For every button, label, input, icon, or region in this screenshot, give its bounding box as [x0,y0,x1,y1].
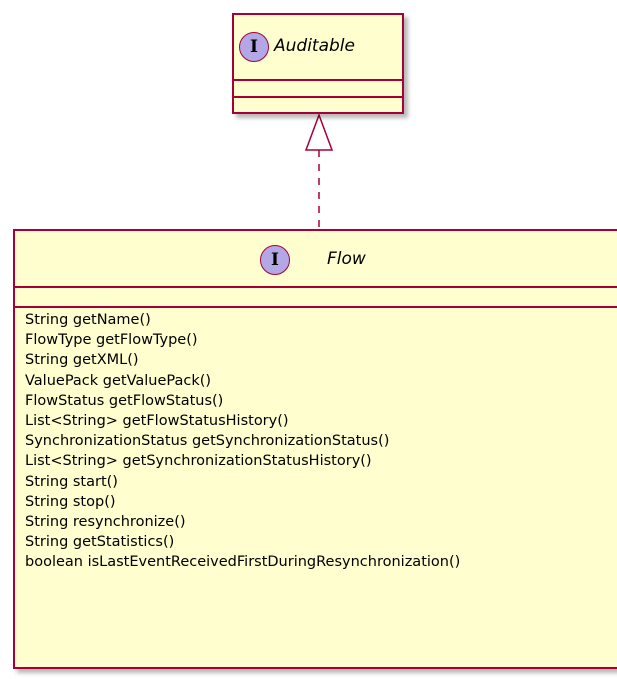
interface-auditable-fields-compartment [234,81,402,98]
interface-flow-name: Flow [327,249,366,269]
method-item: ValuePack getValuePack() [25,372,212,389]
interface-flow-methods-compartment: String getName() FlowType getFlowType() … [15,308,617,572]
interface-auditable-name: Auditable [274,36,355,56]
method-item: String stop() [25,493,116,510]
method-item: FlowType getFlowType() [25,332,198,349]
realization-arrowhead [304,112,334,151]
method-item: String getName() [25,312,151,328]
interface-flow-header: I Flow [15,231,617,288]
method-item: List<String> getFlowStatusHistory() [25,412,289,429]
method-item: String resynchronize() [25,513,186,530]
interface-flow[interactable]: I Flow String getName() FlowType getFlow… [13,229,617,669]
interface-auditable-header: I Auditable [234,15,402,81]
interface-auditable[interactable]: I Auditable [232,13,404,114]
method-item: String start() [25,473,118,490]
method-item: List<String> getSynchronizationStatusHis… [25,453,372,470]
method-item: SynchronizationStatus getSynchronization… [25,433,390,450]
interface-flow-fields-compartment [15,288,617,308]
interface-stereotype-icon: I [260,245,290,275]
method-item: FlowStatus getFlowStatus() [25,392,224,409]
method-item: String getXML() [25,352,139,369]
method-item: boolean isLastEventReceivedFirstDuringRe… [25,554,461,571]
interface-stereotype-icon: I [239,32,269,62]
method-item: String getStatistics() [25,534,175,551]
